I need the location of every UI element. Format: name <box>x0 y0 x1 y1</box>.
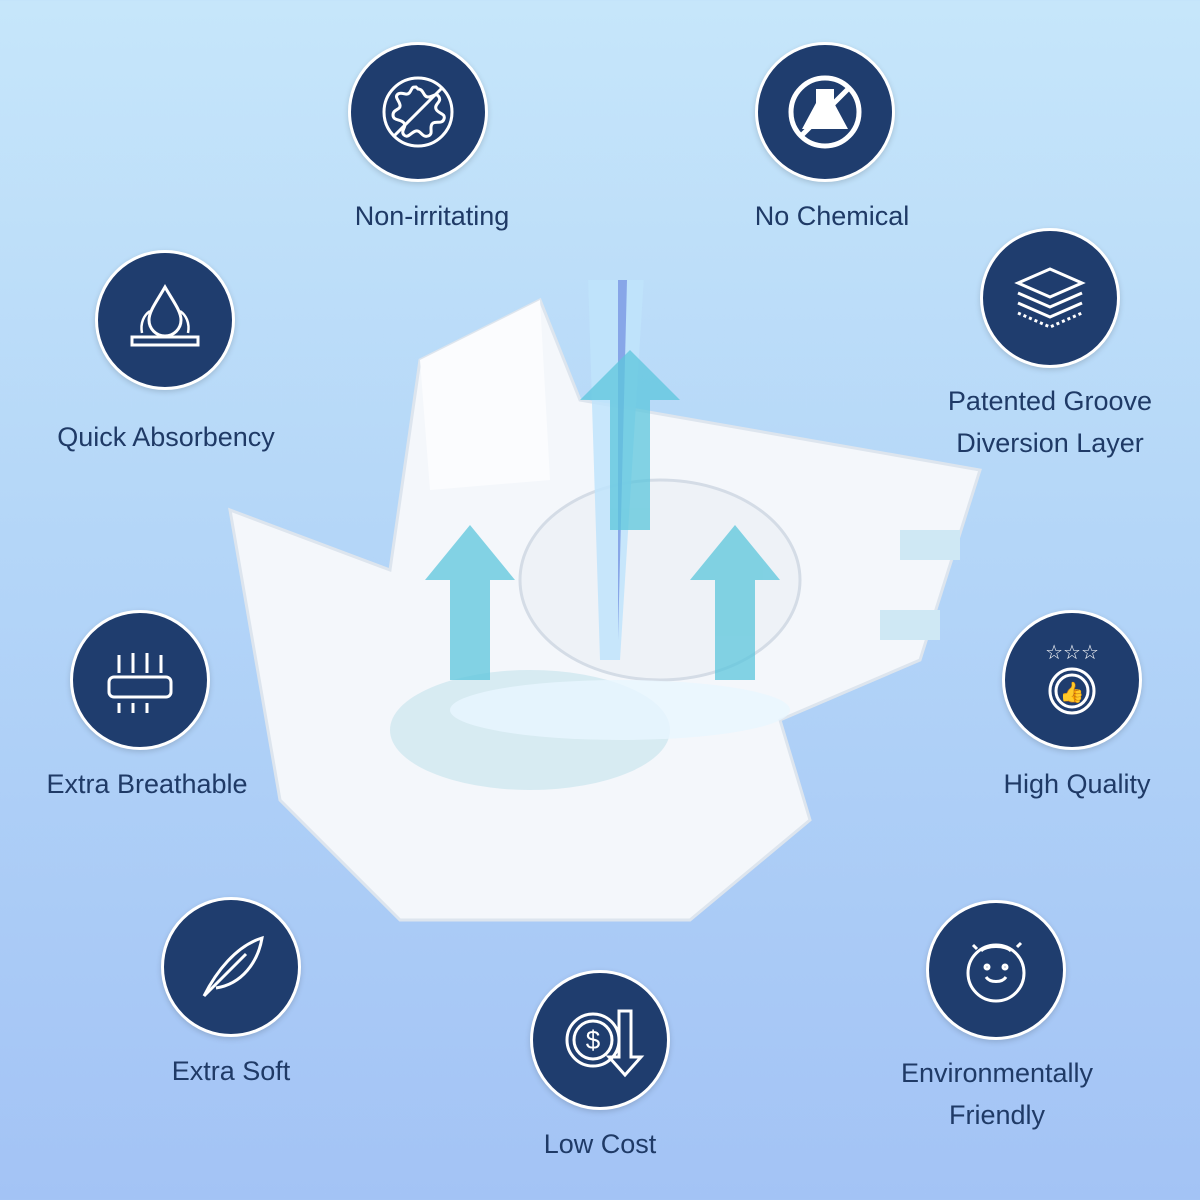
feature-label: Non-irritating <box>354 201 510 231</box>
svg-text:☆☆☆: ☆☆☆ <box>1045 642 1099 664</box>
feature-label: High Quality <box>1003 769 1151 799</box>
svg-text:👍: 👍 <box>1060 680 1085 704</box>
no-germ-icon <box>348 42 488 182</box>
thumbs-up-stars-icon: ☆☆☆ 👍 <box>1002 610 1142 750</box>
water-drop-icon <box>95 250 235 390</box>
feature-label: Friendly <box>948 1100 1046 1130</box>
water-splash <box>450 680 790 740</box>
breathable-pad-icon <box>70 610 210 750</box>
earth-icon <box>926 900 1066 1040</box>
diaper-illustration <box>228 280 982 922</box>
feature-label: Quick Absorbency <box>57 422 275 452</box>
no-chemical-flask-icon <box>755 42 895 182</box>
feature-label: No Chemical <box>754 201 910 231</box>
feature-label: Low Cost <box>543 1129 657 1159</box>
feature-label: Extra Breathable <box>46 769 248 799</box>
dollar-down-icon: $ <box>530 970 670 1110</box>
feature-label: Extra Soft <box>171 1056 291 1086</box>
feature-label: Patented Groove <box>947 386 1153 416</box>
feature-label: Environmentally <box>900 1058 1094 1088</box>
feature-label: Diversion Layer <box>956 428 1144 458</box>
layers-icon <box>980 228 1120 368</box>
feather-icon <box>161 897 301 1037</box>
upward-arrows <box>425 350 780 680</box>
svg-text:$: $ <box>586 1025 601 1055</box>
